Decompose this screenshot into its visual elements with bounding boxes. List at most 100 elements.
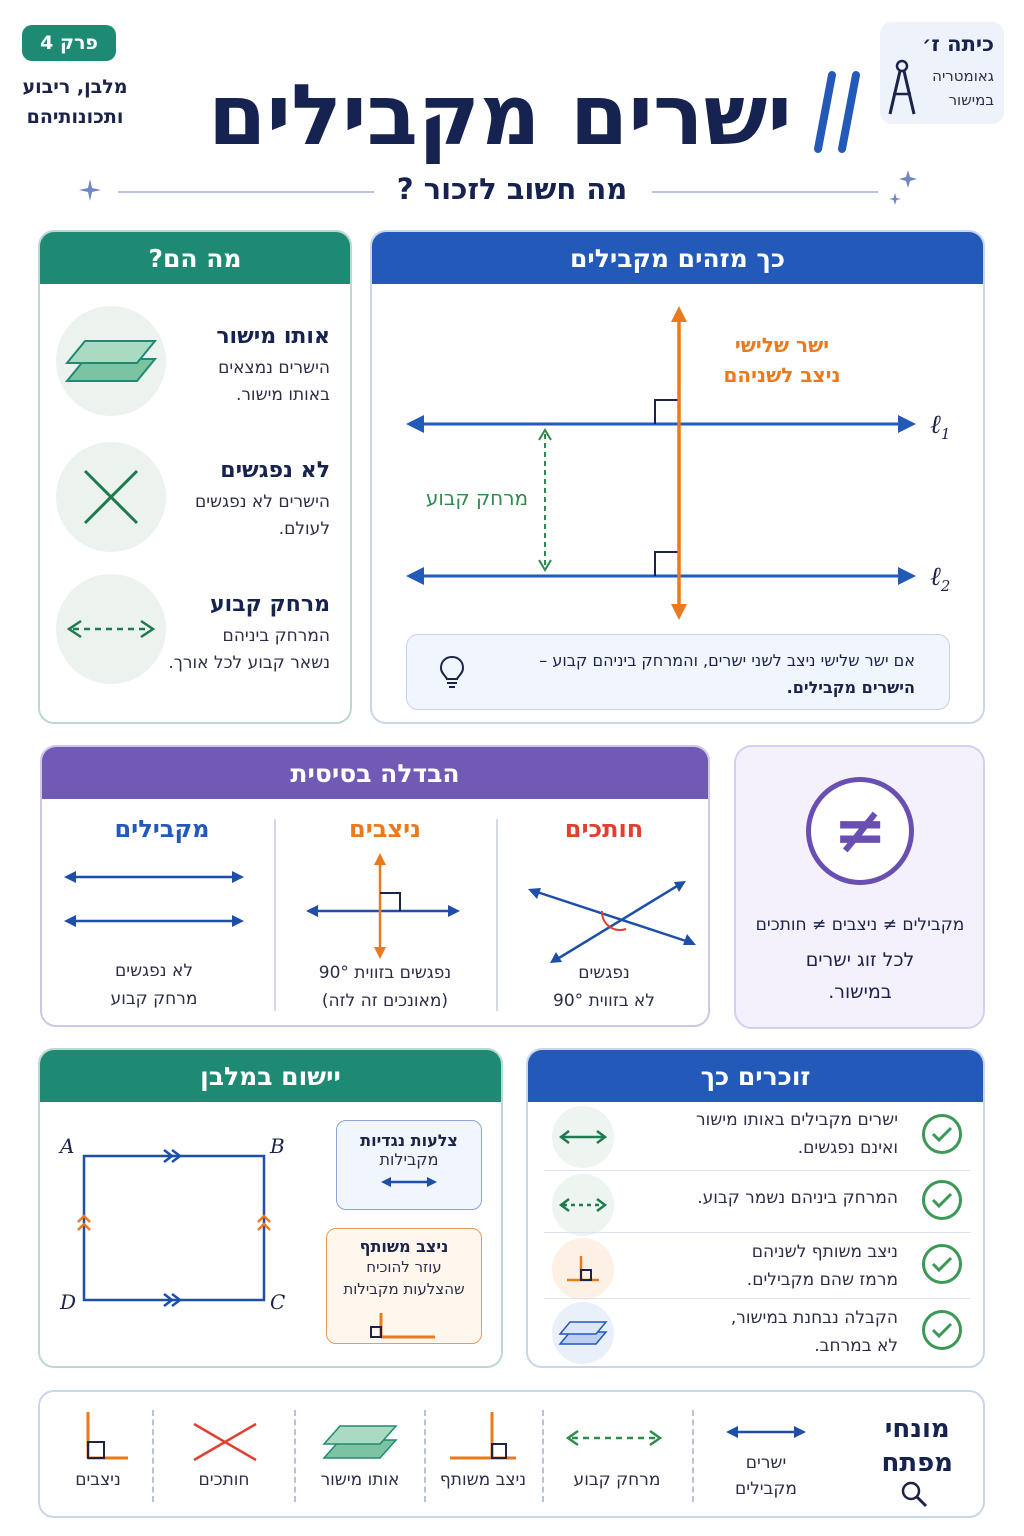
intersecting-lines-icon (528, 881, 696, 963)
identify-card: כך מזהים מקבילים ישר שלישי ניצב לשניהם מ… (370, 230, 985, 724)
distinction-header: הבדלה בסיסית (42, 747, 708, 799)
sparkle-icon-right (889, 170, 917, 205)
topic-label: גאומטריה במישור (932, 64, 994, 112)
identify-title: כך מזהים מקבילים (569, 243, 786, 273)
key-term-perpendicular: ניצבים (50, 1470, 146, 1490)
common-perpendicular-line1: עוזר להוכיח (366, 1258, 442, 1276)
rectangle-header: יישום במלבן (40, 1050, 501, 1102)
key-term-common-perpendicular: ניצב משותף (432, 1470, 534, 1490)
key-term-separator (152, 1410, 154, 1502)
what-are-they-title: מה הם? (148, 243, 242, 273)
key-term-separator (692, 1410, 694, 1502)
not-equal-text: מקבילים ≠ ניצבים ≠ חותכים לכל זוג ישרים … (742, 909, 978, 1007)
what-item-text: הישרים נמצאים (218, 358, 330, 378)
identify-header: כך מזהים מקבילים (372, 232, 983, 284)
common-perpendicular-box: ניצב משותף עוזר להוכיח שהצלעות מקבילות (326, 1228, 482, 1344)
double-arrow-icon (381, 1177, 437, 1187)
remember-item-line2: מרמז שהם מקבילים. (746, 1270, 898, 1290)
key-term-constant-distance: מרחק קבוע (552, 1470, 682, 1490)
remember-card: זוכרים כך ישרים מקבילים באותו מישור ואינ… (526, 1048, 985, 1368)
not-equal-line3: במישור. (828, 981, 892, 1003)
parallel-slash-icon (814, 71, 860, 153)
remember-header: זוכרים כך (528, 1050, 983, 1102)
key-term-line1: חותכים (198, 1470, 250, 1490)
check-icon (922, 1114, 962, 1154)
dashed-arrow-icon (56, 574, 166, 684)
what-are-they-header: מה הם? (40, 232, 350, 284)
what-item-same-plane: אותו מישור הישרים נמצאים באותו מישור. (170, 324, 330, 409)
third-line-label: ישר שלישי ניצב לשניהם (702, 330, 862, 390)
page-title: ישרים מקבילים (200, 60, 800, 170)
check-icon (922, 1244, 962, 1284)
remember-item-line1: הקבלה נבחנת במישור, (730, 1308, 898, 1328)
page-title-text: ישרים מקבילים (207, 66, 793, 164)
chapter-subtitle-line1: מלבן, ריבוע (22, 76, 128, 98)
opposite-sides-box: צלעות נגדיות מקבילות (336, 1120, 482, 1210)
parallel-diagram (406, 306, 916, 620)
parallel-column-text: לא נפגשים מרחק קבוע (62, 957, 246, 1013)
what-item-text: לעולם. (278, 519, 330, 539)
key-term-line1: מרחק קבוע (573, 1470, 661, 1490)
intersecting-column-text: נפגשים לא בזווית 90° (504, 959, 704, 1015)
tip-box: אם ישר שלישי ניצב לשני ישרים, והמרחק בינ… (406, 634, 950, 710)
key-term-line1: ניצבים (75, 1470, 121, 1490)
what-to-remember-text: מה חשוב לזכור ? (396, 172, 628, 206)
remember-item: ישרים מקבילים באותו מישור ואינם נפגשים. (638, 1106, 898, 1162)
parallel-column-title: מקבילים (114, 815, 210, 843)
tip-line2: הישרים מקבילים. (786, 678, 915, 697)
line2-letter: ℓ (930, 562, 941, 592)
key-term-parallel: ישרים מקבילים (704, 1450, 828, 1502)
remember-divider (544, 1232, 971, 1233)
what-item-title: לא נפגשים (220, 458, 330, 483)
chapter-subtitle: מלבן, ריבוע ותכונותיהם (10, 72, 140, 132)
third-line-label-line1: ישר שלישי (734, 333, 830, 357)
compass-icon (888, 59, 916, 115)
planes-icon (322, 1425, 398, 1459)
chapter-subtitle-line2: ותכונותיהם (26, 106, 124, 128)
perpendicular-column-text: נפגשים בזווית 90° (מאונכים זה לזה) (282, 959, 488, 1015)
rectangle-title: יישום במלבן (200, 1061, 341, 1091)
opposite-sides-text: מקבילות (379, 1150, 439, 1169)
vertex-d: D (60, 1290, 77, 1314)
key-term-separator (294, 1410, 296, 1502)
key-terms-title: מונחי מפתח (881, 1412, 953, 1480)
dashed-arrow-icon (552, 1174, 614, 1236)
key-term-line2: מקבילים (735, 1479, 797, 1499)
intersecting-text-line2: לא בזווית 90° (553, 991, 655, 1011)
perpendicular-lines-icon (306, 853, 460, 959)
not-equal-line2: לכל זוג ישרים (805, 949, 915, 971)
what-to-remember-heading: מה חשוב לזכור ? (380, 172, 644, 206)
remember-item: ניצב משותף לשניהם מרמז שהם מקבילים. (638, 1238, 898, 1294)
planes-icon (56, 306, 166, 416)
what-item-text: נשאר קבוע לכל אורך. (168, 653, 330, 673)
intersecting-icon (193, 1422, 257, 1462)
check-icon (922, 1310, 962, 1350)
sparkle-icon-left (79, 179, 101, 201)
key-terms-bar: מונחי מפתח ישרים מקבילים מרחק קבוע ניצב … (38, 1390, 985, 1518)
key-term-separator (542, 1410, 544, 1502)
divider-line-right (652, 191, 878, 193)
double-arrow-icon (552, 1106, 614, 1168)
perpendicular-column-title: ניצבים (348, 815, 422, 843)
what-are-they-card: מה הם? אותו מישור הישרים נמצאים באותו מי… (38, 230, 352, 724)
right-angle-icon (86, 1412, 128, 1460)
vertex-b: B (270, 1134, 285, 1158)
what-item-text: באותו מישור. (235, 385, 330, 405)
not-equal-symbol: ≠ (833, 794, 887, 868)
right-angle-icon (552, 1238, 614, 1300)
common-perpendicular-title: ניצב משותף (359, 1237, 449, 1256)
common-perpendicular-line2: שהצלעות מקבילות (343, 1280, 465, 1298)
line1-letter: ℓ (930, 410, 941, 440)
dashed-arrow-icon (565, 1429, 663, 1447)
not-equal-line1: מקבילים ≠ ניצבים ≠ חותכים (755, 915, 965, 935)
key-term-line1: ישרים (745, 1453, 787, 1473)
distance-label-text: מרחק קבוע (425, 486, 529, 510)
what-item-title: מרחק קבוע (210, 592, 330, 617)
key-term-line1: אותו מישור (320, 1470, 400, 1490)
remember-item: המרחק ביניהם נשמר קבוע. (638, 1184, 898, 1212)
line1-label: ℓ1 (930, 410, 950, 443)
right-angle-icon (370, 1313, 435, 1339)
remember-item-line1: ישרים מקבילים באותו מישור (696, 1110, 898, 1130)
opposite-sides-title: צלעות נגדיות (360, 1131, 458, 1150)
what-item-constant-distance: מרחק קבוע המרחק ביניהם נשאר קבוע לכל אור… (150, 592, 330, 677)
